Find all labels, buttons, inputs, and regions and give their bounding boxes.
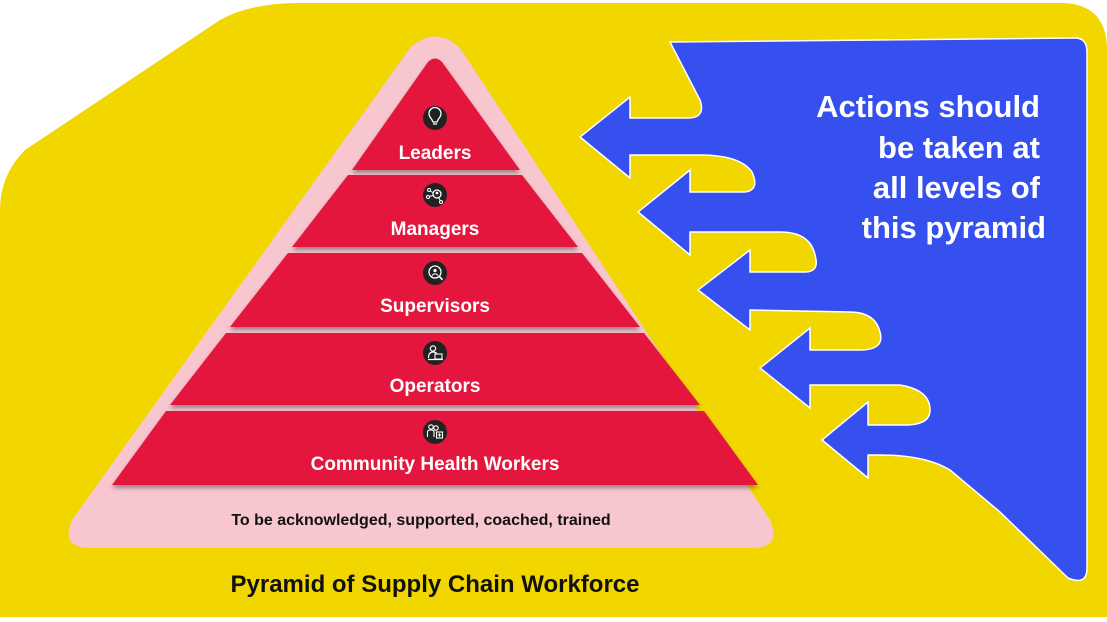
network-person-icon bbox=[423, 183, 447, 207]
computer-user-icon bbox=[423, 341, 447, 365]
callout-line-3: all levels of bbox=[873, 170, 1041, 205]
diagram-title: Pyramid of Supply Chain Workforce bbox=[231, 571, 640, 598]
tier-label-supervisors: Supervisors bbox=[380, 296, 490, 317]
tier-label-community-health-workers: Community Health Workers bbox=[311, 454, 560, 475]
callout-panel bbox=[578, 37, 1088, 582]
tier-label-managers: Managers bbox=[391, 219, 480, 240]
tier-supervisors bbox=[230, 253, 640, 327]
search-person-icon bbox=[423, 261, 447, 285]
callout-text: Actions should be taken at all levels of… bbox=[816, 89, 1046, 245]
callout-line-1: Actions should bbox=[816, 89, 1040, 124]
health-worker-icon bbox=[423, 420, 447, 444]
tier-label-leaders: Leaders bbox=[399, 143, 472, 164]
callout-line-2: be taken at bbox=[878, 130, 1040, 165]
tier-operators bbox=[170, 333, 700, 405]
callout-line-4: this pyramid bbox=[862, 210, 1046, 245]
lightbulb-icon bbox=[423, 106, 447, 130]
tier-managers bbox=[292, 175, 578, 247]
base-caption: To be acknowledged, supported, coached, … bbox=[231, 512, 610, 529]
tier-community-health-workers bbox=[112, 411, 758, 485]
tier-label-operators: Operators bbox=[390, 376, 481, 397]
